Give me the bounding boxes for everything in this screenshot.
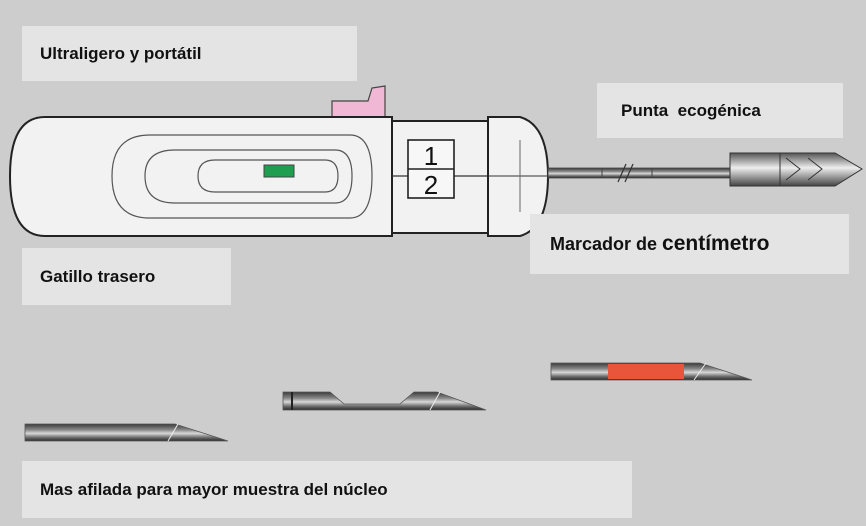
device-body [8,116,393,237]
label-gatillo-trasero: Gatillo trasero [22,248,231,305]
label-mas-afilada: Mas afilada para mayor muestra del núcle… [22,461,632,518]
label-marcador-prefix: Marcador de [550,234,663,254]
marker-digit-1: 1 [424,141,438,171]
label-marcador-word: centímetro [662,232,770,255]
needle-tip-sample [550,362,753,381]
label-ultraligero: Ultraligero y portátil [22,26,357,81]
label-gatillo-text: Gatillo trasero [40,266,156,286]
status-window-indicator [263,164,295,178]
label-ultraligero-text: Ultraligero y portátil [40,43,202,63]
echogenic-tip [729,152,863,187]
label-afilada-text: Mas afilada para mayor muestra del núcle… [40,479,388,499]
needle-tip-notched [282,391,487,411]
needle-shaft [547,163,731,183]
trigger-tab [331,85,386,118]
label-marcador-text: Marcador de centímetro [530,232,769,256]
device-collar [391,120,496,234]
needle-tip-standard [24,423,229,442]
label-marcador: Marcador de centímetro [530,214,849,274]
marker-digit-2: 2 [424,170,438,200]
label-punta-ecogenica: Punta ecogénica [597,83,843,138]
sample-notch [608,364,684,379]
label-punta-text: Punta ecogénica [621,100,761,120]
